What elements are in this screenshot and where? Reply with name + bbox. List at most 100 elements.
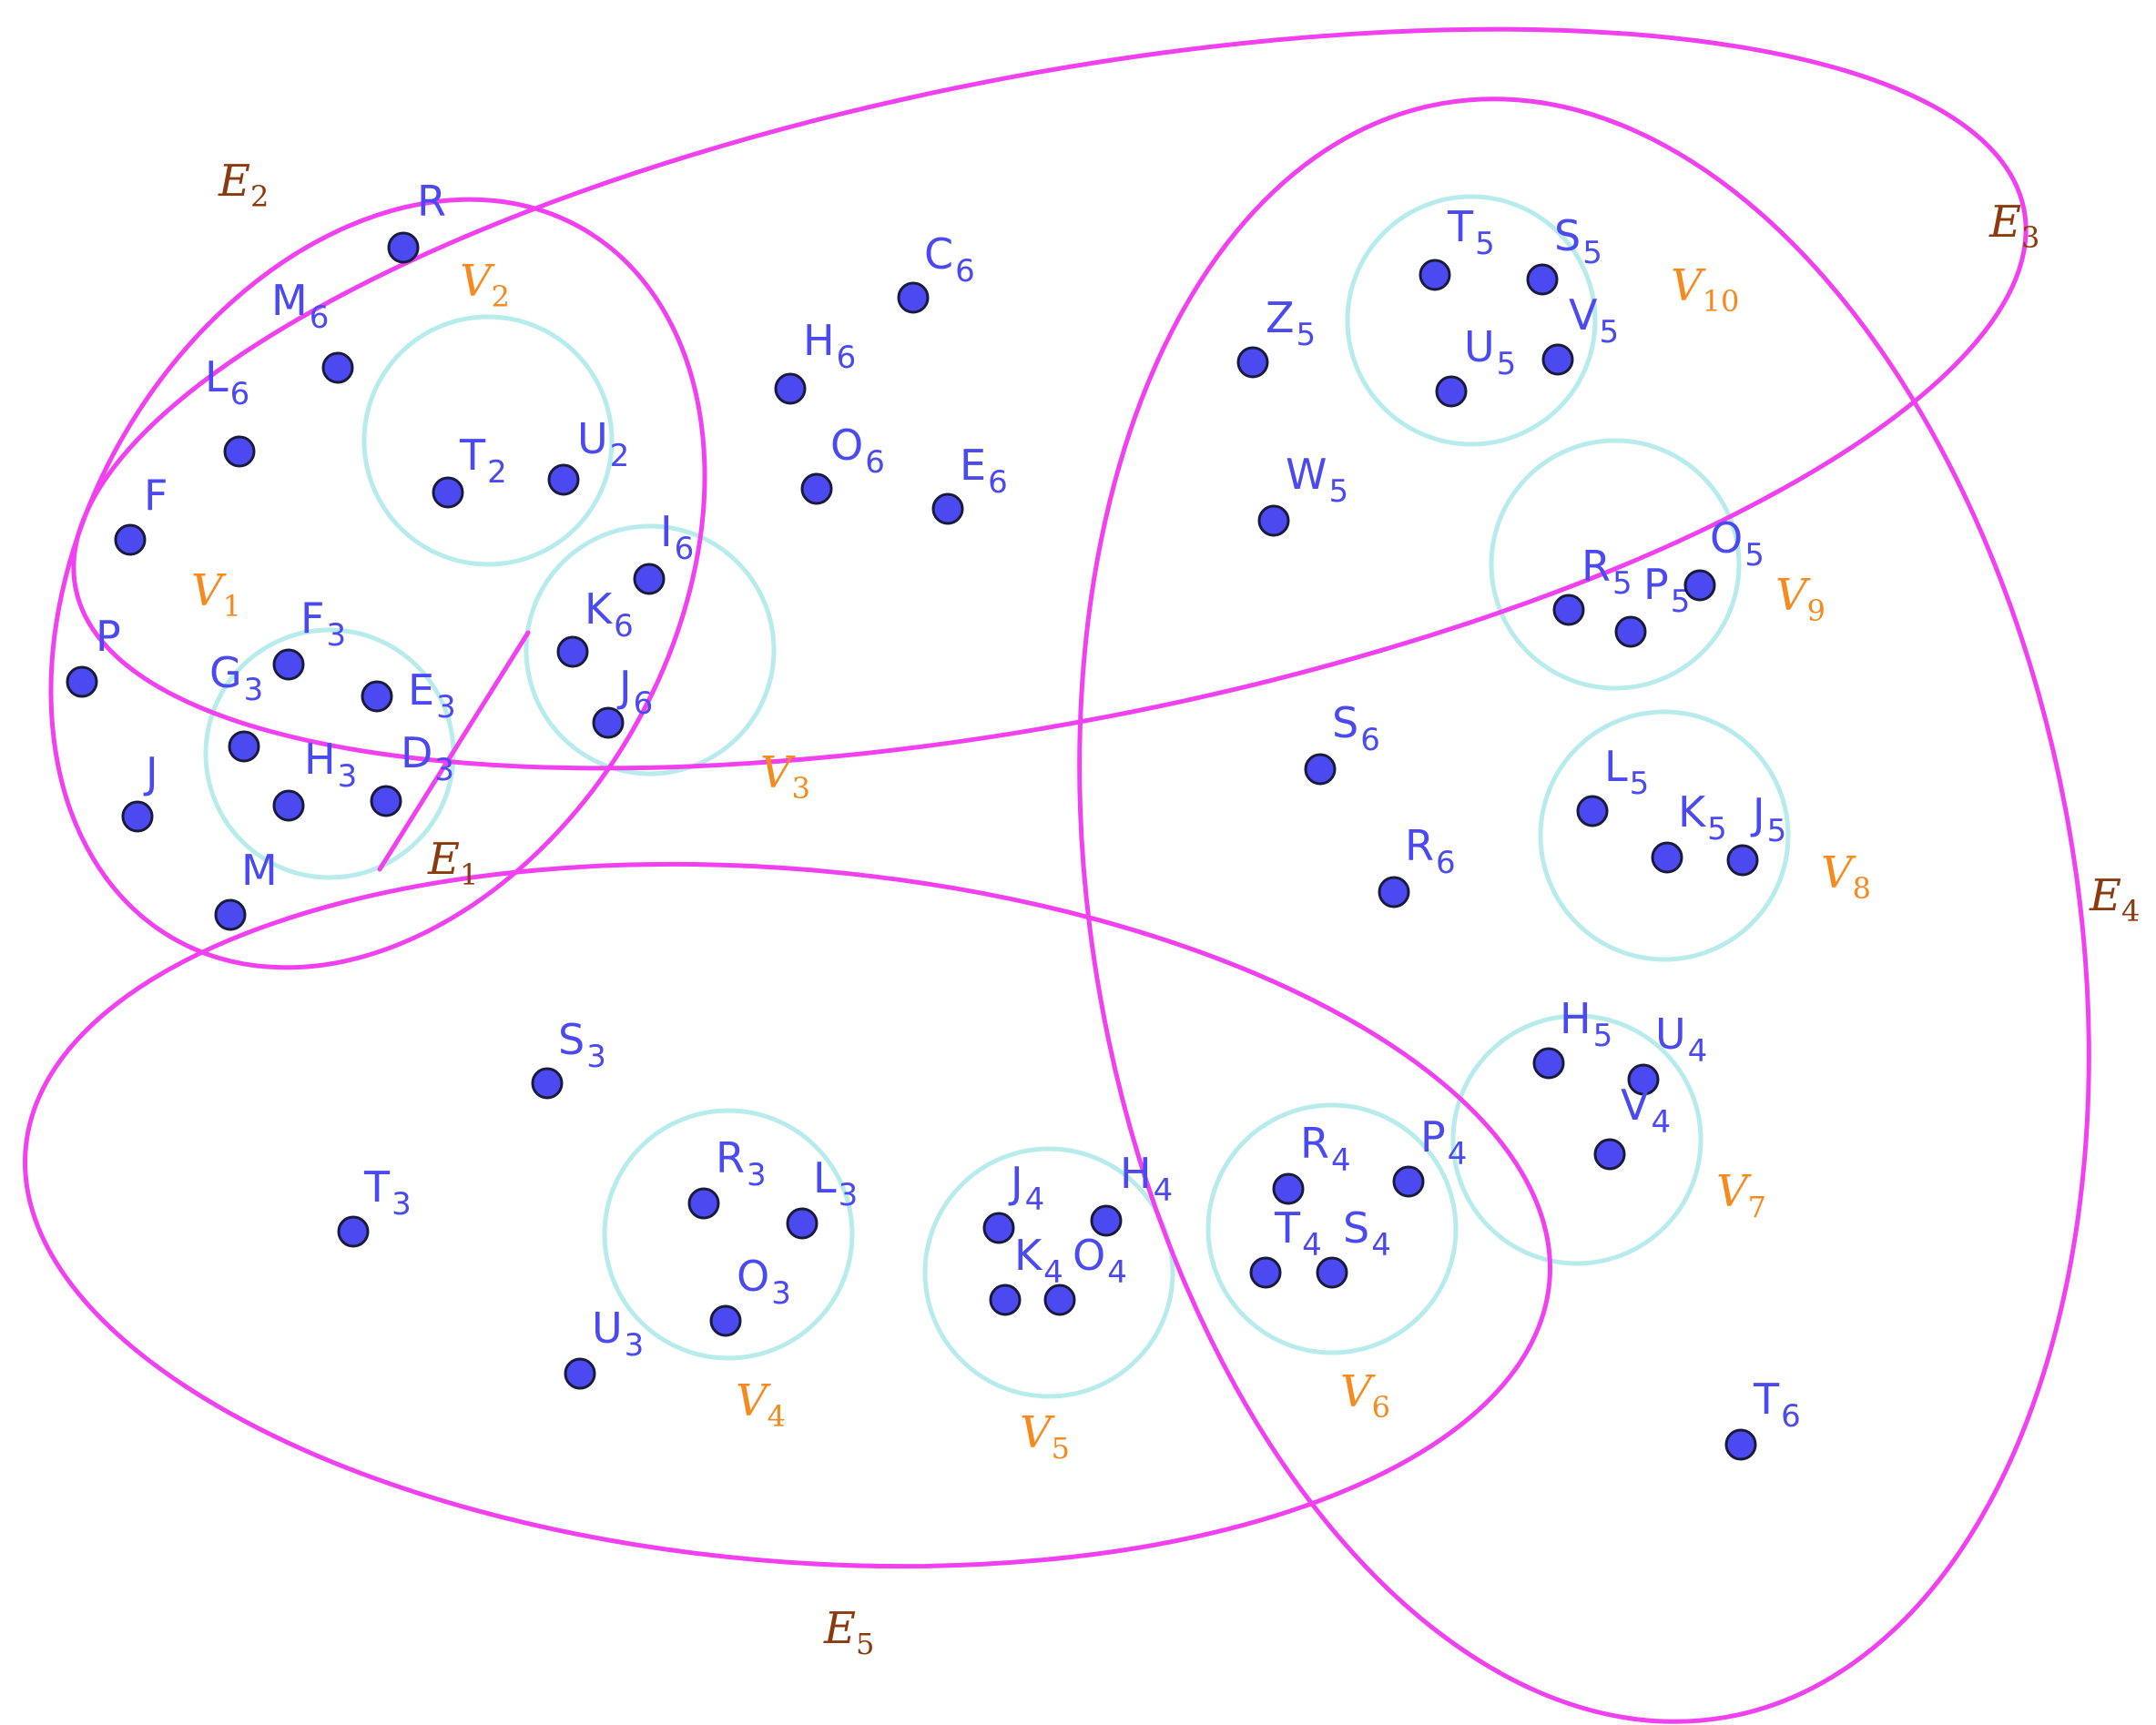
point-label-l3: L3	[813, 1153, 858, 1213]
hyperedge-e5	[23, 861, 1552, 1569]
point-d3	[370, 785, 402, 817]
hyperedge-label-e2: E2	[218, 156, 269, 214]
point-label-r5: R5	[1581, 542, 1632, 602]
point-p	[66, 665, 98, 698]
point-o5	[1683, 569, 1716, 602]
point-label-l5: L5	[1604, 742, 1649, 802]
point-label-j4: J4	[1008, 1158, 1044, 1218]
point-label-l6: L6	[205, 352, 249, 412]
point-label-u2: U2	[577, 414, 629, 474]
point-o3	[709, 1304, 742, 1337]
point-label-z5: Z5	[1266, 293, 1316, 353]
hyperedge-label-e5: E5	[823, 1603, 874, 1661]
point-label-d3: D3	[401, 728, 454, 788]
point-label-s4: S4	[1343, 1203, 1391, 1263]
point-v5	[1541, 343, 1574, 376]
point-label-u4: U4	[1655, 1010, 1707, 1070]
point-t3	[337, 1215, 370, 1248]
point-u2	[547, 463, 580, 496]
point-m6	[321, 351, 354, 384]
point-label-i6: I6	[660, 507, 694, 567]
point-h4	[1090, 1204, 1123, 1237]
point-z5	[1236, 346, 1269, 379]
point-label-p4: P4	[1420, 1112, 1467, 1172]
hyperedge-e1	[377, 630, 531, 872]
point-j4	[982, 1212, 1015, 1244]
vertex-group-v6	[1205, 1102, 1459, 1355]
vertex-group-label-v2: V2	[460, 256, 510, 314]
point-label-p: P	[96, 612, 121, 661]
point-o6	[800, 472, 833, 505]
point-h5	[1532, 1047, 1565, 1080]
point-u4	[1627, 1063, 1660, 1096]
point-label-e3: E3	[408, 665, 456, 726]
point-o4	[1043, 1284, 1076, 1316]
vertex-group-label-v7: V7	[1716, 1166, 1766, 1224]
hyperedge-e4	[1077, 96, 2091, 1724]
vertex-group-v9	[1489, 438, 1742, 691]
point-t2	[432, 476, 464, 509]
point-s6	[1304, 753, 1337, 786]
point-label-k6: K6	[585, 584, 634, 644]
point-label-c6: C6	[924, 229, 975, 289]
point-r6	[1378, 876, 1410, 908]
point-l3	[786, 1207, 819, 1240]
point-r5	[1552, 594, 1585, 626]
vertex-group-v10	[1345, 194, 1598, 447]
point-h3	[272, 789, 305, 822]
point-k6	[556, 635, 589, 668]
point-label-k4: K4	[1014, 1231, 1063, 1291]
point-label-r: R	[417, 177, 446, 226]
point-label-f3: F3	[300, 594, 346, 654]
vertex-group-label-v3: V3	[760, 747, 810, 806]
point-c6	[897, 281, 930, 314]
hyperedge-label-e3: E3	[1988, 197, 2039, 255]
point-v4	[1593, 1138, 1626, 1171]
point-label-m: M	[241, 846, 278, 895]
vertex-group-v4	[602, 1108, 855, 1361]
point-e3	[361, 680, 393, 713]
vertex-group-label-v1: V1	[191, 565, 241, 624]
point-j5	[1726, 844, 1759, 877]
point-label-f: F	[144, 471, 168, 520]
point-e6	[931, 492, 964, 525]
point-p4	[1392, 1165, 1425, 1198]
point-s5	[1526, 263, 1559, 296]
point-label-u5: U5	[1464, 322, 1516, 382]
point-label-u3: U3	[592, 1304, 644, 1364]
point-l6	[223, 435, 256, 468]
point-label-t4: T4	[1274, 1203, 1322, 1263]
vertex-group-v7	[1450, 1013, 1703, 1266]
vertex-group-label-v9: V9	[1775, 570, 1825, 628]
point-r4	[1272, 1172, 1305, 1205]
point-u5	[1435, 375, 1468, 408]
point-label-v4: V4	[1621, 1081, 1671, 1141]
point-label-s6: S6	[1332, 698, 1380, 758]
vertex-group-label-v5: V5	[1020, 1407, 1070, 1466]
point-label-e6: E6	[960, 441, 1008, 501]
point-u3	[564, 1357, 596, 1390]
point-f	[114, 523, 147, 556]
point-r	[387, 231, 420, 264]
point-j	[121, 800, 154, 833]
vertex-groups-layer	[203, 194, 1791, 1399]
point-label-r4: R4	[1300, 1119, 1351, 1179]
point-label-s3: S3	[558, 1015, 606, 1075]
vertex-group-label-v8: V8	[1821, 847, 1871, 906]
point-label-o3: O3	[737, 1252, 791, 1312]
point-label-r3: R3	[716, 1133, 767, 1193]
point-label-o4: O4	[1073, 1231, 1127, 1291]
vertex-group-v3	[524, 523, 777, 776]
point-r3	[687, 1187, 720, 1220]
point-label-j6: J6	[616, 662, 653, 722]
point-label-r6: R6	[1405, 821, 1456, 881]
point-label-h3: H3	[304, 735, 357, 795]
hyperedge-label-e4: E4	[2089, 870, 2140, 928]
point-p5	[1614, 615, 1647, 648]
point-label-t5: T5	[1447, 202, 1495, 262]
point-t5	[1419, 259, 1451, 291]
vertex-group-label-v6: V6	[1340, 1366, 1390, 1425]
